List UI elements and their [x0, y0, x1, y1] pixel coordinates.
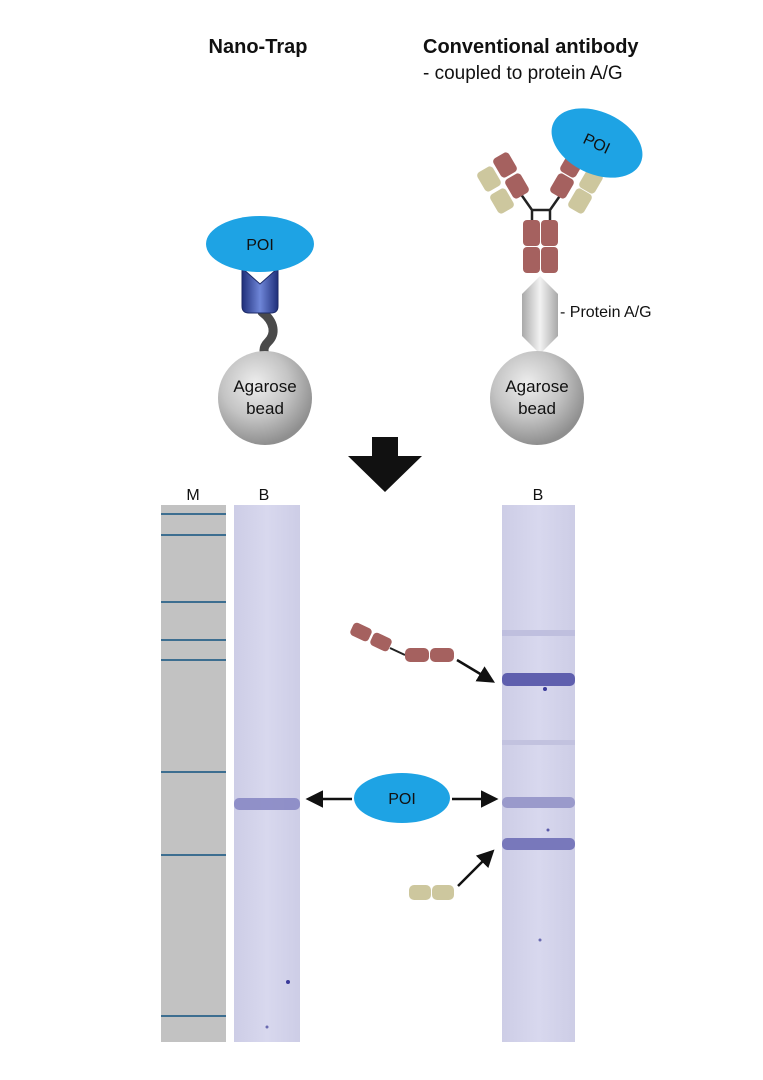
nanotrap-title: Nano-Trap [209, 36, 308, 58]
heavy-chain-segment [405, 648, 429, 662]
heavy-chain-segment [350, 622, 372, 642]
nanotrap-agarose-bead [218, 351, 312, 445]
nanotrap-lane-background [234, 505, 300, 1042]
heavy-chain-segment [430, 648, 454, 662]
nanobody-shape [241, 266, 279, 314]
gel-speck [538, 938, 542, 942]
faint-band [502, 630, 575, 636]
gel-poi-label: POI [388, 791, 416, 808]
protein-ag-label: - Protein A/G [560, 304, 652, 321]
marker-lane-background [161, 505, 226, 1042]
lane-label-marker: M [186, 487, 199, 504]
gel-speck [546, 828, 550, 832]
nanotrap-linker [257, 307, 278, 361]
heavy-chain-segment [541, 247, 558, 273]
heavy-chain-annotation [350, 622, 496, 683]
antibody-poi [551, 108, 643, 178]
nanotrap-bead-label-1: Agarose [233, 377, 296, 396]
heavy-chain-segment [505, 173, 529, 199]
conventional-lane-background [502, 505, 575, 1042]
antibody-bead-label-1: Agarose [505, 377, 568, 396]
nanotrap-poi-label: POI [246, 237, 274, 254]
heavy-chain-segment [550, 173, 574, 199]
gel-speck [543, 687, 547, 691]
gel-speck [265, 1025, 269, 1029]
heavy-chain-segment [523, 220, 540, 246]
heavy-chain-segment [523, 247, 540, 273]
heavy-chain-arrow [456, 658, 496, 683]
nanotrap-poi [206, 216, 314, 272]
poi-annotation: POI [305, 773, 499, 823]
light-chain-segment [409, 885, 431, 900]
nanotrap-lane [234, 505, 300, 1042]
heavy-chain-segment [370, 632, 392, 652]
gel-poi [354, 773, 450, 823]
down-arrow-icon [348, 437, 422, 492]
lane-label-conventional: B [533, 487, 544, 504]
antibody-construct: - Protein A/G Agarose bead POI [477, 108, 652, 445]
light-chain-segment [432, 885, 454, 900]
light-chain-segment [490, 188, 514, 214]
heavy-chain-band [502, 673, 575, 686]
light-chain-arrow [457, 849, 495, 887]
heavy-chain-segment [541, 220, 558, 246]
heavy-chain-linker [389, 647, 406, 656]
lane-label-nanotrap: B [259, 487, 270, 504]
nanotrap-poi-band [234, 798, 300, 810]
light-chain-segment [477, 166, 501, 192]
light-chain-band [502, 838, 575, 850]
conventional-lane [502, 505, 575, 1042]
conventional-subtitle: - coupled to protein A/G [423, 63, 623, 84]
antibody-agarose-bead [490, 351, 584, 445]
protein-ag-shape [522, 276, 558, 354]
heavy-chain-segment [493, 152, 517, 178]
conventional-title: Conventional antibody [423, 36, 639, 58]
conventional-poi-band [502, 797, 575, 808]
light-chain-annotation [409, 849, 495, 900]
antibody-bead-label-2: bead [518, 399, 556, 418]
light-chain-segment [568, 188, 592, 214]
gel-speck [286, 980, 290, 984]
marker-lane [161, 505, 226, 1042]
nanotrap-construct: Agarose bead POI [206, 216, 314, 445]
faint-band [502, 740, 575, 745]
nanotrap-bead-label-2: bead [246, 399, 284, 418]
